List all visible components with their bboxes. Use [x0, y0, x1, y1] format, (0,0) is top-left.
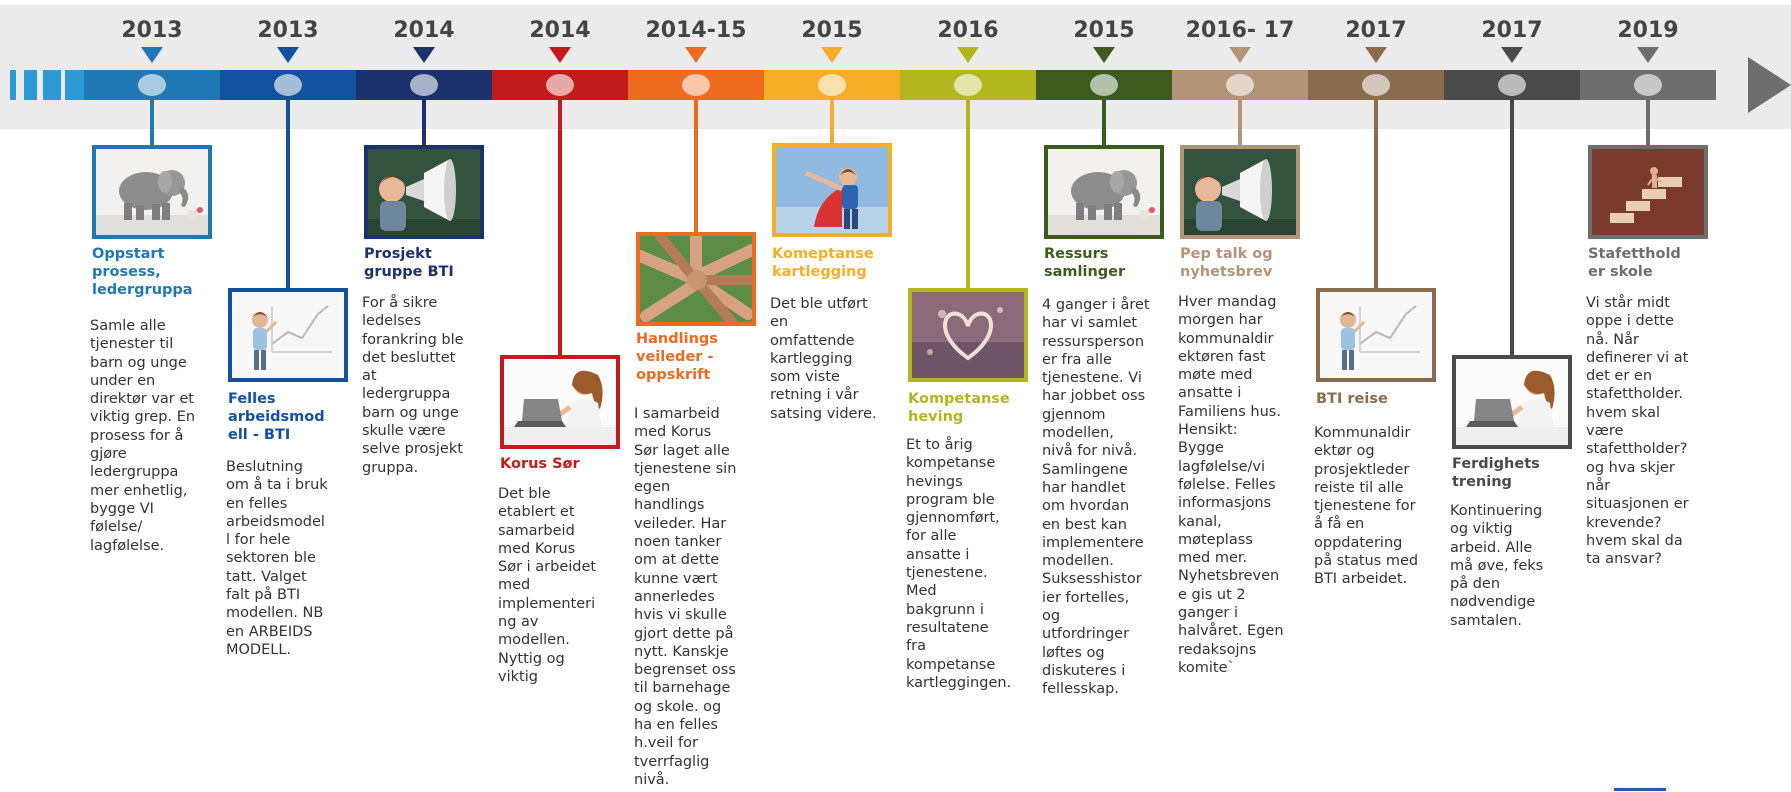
connector-line: [966, 96, 970, 288]
year-marker-icon: [1501, 47, 1523, 63]
milestone-description: Det ble etablert et samarbeid med Korus …: [498, 486, 597, 685]
connector-line: [558, 96, 562, 355]
year-marker-icon: [1093, 47, 1115, 63]
milestone-title: Komeptanse kartlegging: [772, 246, 874, 280]
connector-line: [422, 96, 426, 145]
year-marker-icon: [277, 47, 299, 63]
woman-laptop-image: [1452, 355, 1572, 449]
connector-line: [830, 96, 834, 143]
milestone-title: Handlings veileder - oppskrift: [636, 331, 718, 383]
superhero-kid-image: [772, 143, 892, 237]
year-marker-icon: [141, 47, 163, 63]
milestone-title: Ressurs samlinger: [1044, 246, 1126, 280]
year-marker-icon: [413, 47, 435, 63]
milestone-description: Vi står midt oppe i dette nå. Når define…: [1586, 295, 1689, 568]
timeline-dot: [546, 74, 574, 96]
megaphone-boy-image: [364, 145, 484, 239]
milestone-description: Beslutning om å ta i bruk en felles arbe…: [226, 459, 328, 658]
timeline-dot: [1226, 74, 1254, 96]
milestone-description: Et to årig kompetanse hevings program bl…: [906, 437, 1012, 691]
milestone-title: Stafetthold er skole: [1588, 246, 1681, 280]
year-marker-icon: [685, 47, 707, 63]
timeline-dot: [818, 74, 846, 96]
megaphone-boy-image: [1180, 145, 1300, 239]
milestone-description: Hver mandag morgen har kommunaldir ektør…: [1178, 294, 1284, 676]
milestone-title: BTI reise: [1316, 391, 1388, 407]
milestone-year: 2014: [529, 18, 591, 43]
stacked-hands-image: [636, 232, 756, 326]
milestone-description: I samarbeid med Korus Sør laget alle tje…: [634, 406, 737, 788]
milestone-year: 2017: [1345, 18, 1407, 43]
milestone-title: Korus Sør: [500, 456, 580, 472]
timeline-dot: [1634, 74, 1662, 96]
milestone-year: 2016: [937, 18, 999, 43]
timeline-dot: [274, 74, 302, 96]
year-marker-icon: [957, 47, 979, 63]
timeline-dot: [138, 74, 166, 96]
milestone-title: Felles arbeidsmod ell - BTI: [228, 391, 325, 443]
milestone-year: 2016- 17: [1185, 18, 1295, 43]
year-marker-icon: [549, 47, 571, 63]
connector-line: [1374, 96, 1378, 288]
stripe: [10, 70, 16, 100]
stripe: [65, 70, 85, 100]
milestone-description: Kommunaldir ektør og prosjektleder reist…: [1314, 425, 1419, 588]
year-marker-icon: [1637, 47, 1659, 63]
elephant-mouse-image: [1044, 145, 1164, 239]
year-marker-icon: [1229, 47, 1251, 63]
timeline-dot: [1362, 74, 1390, 96]
connector-line: [1102, 96, 1106, 145]
connector-line: [286, 96, 290, 288]
timeline-dot: [1498, 74, 1526, 96]
stripe: [43, 70, 61, 100]
milestone-title: Prosjekt gruppe BTI: [364, 246, 454, 280]
milestone-year: 2015: [1073, 18, 1135, 43]
milestone-description: For å sikre ledelses forankring ble det …: [362, 295, 464, 476]
milestone-description: 4 ganger i året har vi samlet ressursper…: [1042, 297, 1150, 698]
milestone-year: 2015: [801, 18, 863, 43]
connector-line: [1238, 96, 1242, 145]
milestone-year: 2019: [1617, 18, 1679, 43]
timeline-band: [0, 5, 1791, 129]
connector-line: [694, 96, 698, 232]
timeline-dot: [682, 74, 710, 96]
year-marker-icon: [1365, 47, 1387, 63]
milestone-year: 2014: [393, 18, 455, 43]
milestone-year: 2013: [121, 18, 183, 43]
timeline-dot: [410, 74, 438, 96]
woman-laptop-image: [500, 355, 620, 449]
milestone-title: Kompetanse heving: [908, 391, 1010, 425]
timeline-dot: [1090, 74, 1118, 96]
milestone-title: Pep talk og nyhetsbrev: [1180, 246, 1273, 280]
milestone-year: 2014-15: [645, 18, 747, 43]
girl-whiteboard-image: [228, 288, 348, 382]
milestone-description: Samle alle tjenester til barn og unge un…: [90, 318, 196, 554]
connector-line: [150, 96, 154, 145]
timeline-dot: [954, 74, 982, 96]
milestone-description: Det ble utført en omfattende kartlegging…: [770, 296, 877, 422]
milestone-description: Kontinuering og viktig arbeid. Alle må ø…: [1450, 503, 1544, 629]
milestone-title: Oppstart prosess, ledergruppa: [92, 246, 193, 298]
connector-line: [1510, 96, 1514, 355]
year-marker-icon: [821, 47, 843, 63]
heart-window-image: [908, 288, 1028, 382]
arrow-head: [1748, 57, 1791, 113]
milestone-title: Ferdighets trening: [1452, 456, 1540, 490]
page-corner-mark: [1614, 788, 1666, 791]
milestone-year: 2013: [257, 18, 319, 43]
stairs-figure-image: [1588, 145, 1708, 239]
connector-line: [1646, 96, 1650, 145]
stripe: [24, 70, 37, 100]
elephant-mouse-image: [92, 145, 212, 239]
girl-whiteboard-image: [1316, 288, 1436, 382]
milestone-year: 2017: [1481, 18, 1543, 43]
